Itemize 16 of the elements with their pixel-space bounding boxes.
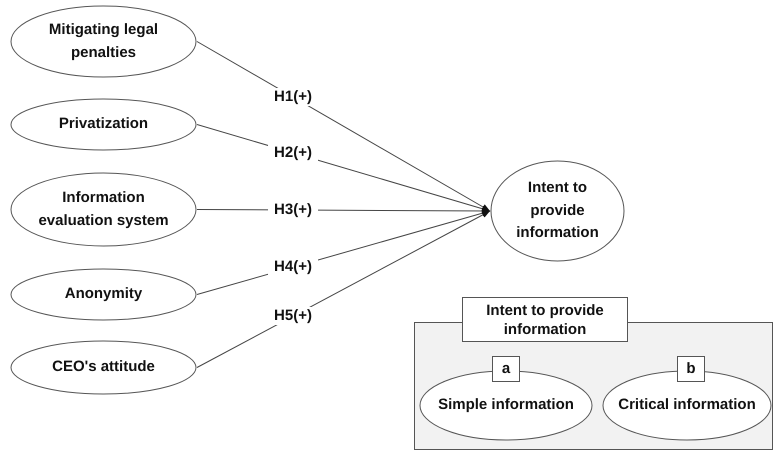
arrow — [196, 41, 490, 212]
edge-label: H3(+) — [268, 200, 318, 219]
arrow — [196, 210, 490, 368]
heading-box: Intent to provide information — [462, 297, 628, 342]
edge-label: H4(+) — [268, 258, 318, 276]
node-label: Intent to provide information — [516, 179, 599, 242]
node-label: CEO's attitude — [52, 358, 155, 376]
letter-tag: b — [677, 356, 705, 382]
node-label: Critical information — [618, 396, 756, 414]
node-label: Anonymity — [64, 285, 142, 302]
letter-tag: a — [492, 356, 520, 382]
node-label: Mitigating legal penalties — [48, 21, 158, 60]
node-label: Privatization — [58, 115, 148, 132]
node-label: Information evaluation system — [38, 189, 169, 228]
node-label: Simple information — [438, 396, 574, 414]
edge-label: H2(+) — [268, 144, 318, 162]
